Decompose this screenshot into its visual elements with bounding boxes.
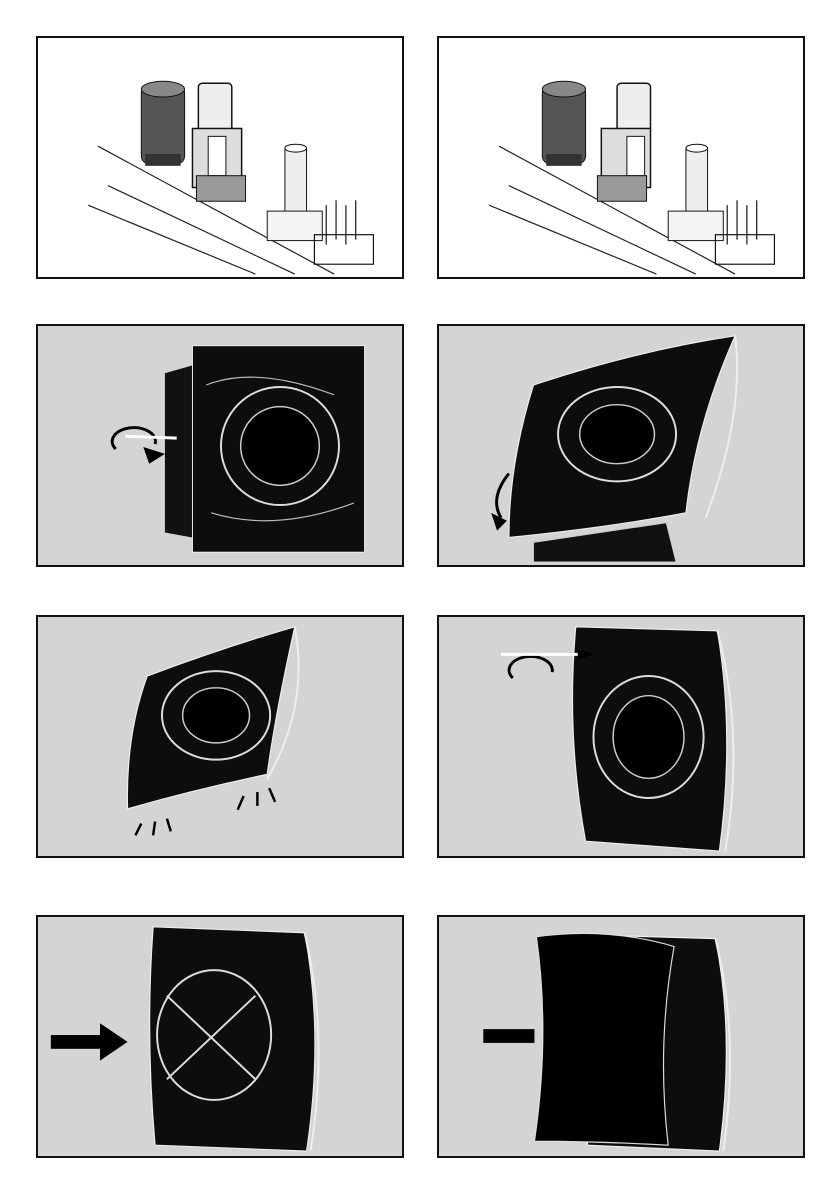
fan-cover-icon — [509, 336, 737, 562]
panel-2-pcb-jumper-b — [437, 36, 805, 279]
jumper-icon — [192, 83, 245, 201]
header-pins-icon — [715, 200, 774, 264]
panel-5-front-clips-release — [36, 615, 404, 858]
fan-front-screw-illustration — [439, 617, 803, 856]
panel-1-pcb-jumper-a — [36, 36, 404, 279]
panel-3-back-screw-removal — [36, 324, 404, 567]
header-pins-icon — [314, 200, 373, 264]
fan-front-tilt-illustration — [439, 326, 803, 565]
push-arrow-icon — [483, 1029, 534, 1043]
pcb-illustration-b — [439, 38, 803, 277]
fan-cover-icon — [572, 627, 733, 851]
fan-cover-icon — [150, 927, 319, 1151]
fan-cover-icon — [534, 933, 674, 1145]
pcb-illustration-a — [38, 38, 402, 277]
panel-8-cover-attach — [437, 915, 805, 1158]
rotate-arrow-icon — [491, 474, 509, 531]
push-arrow-icon — [51, 1023, 128, 1060]
fan-cover-attach-illustration — [439, 917, 803, 1156]
fan-cover-icon — [127, 627, 298, 809]
pin-post-icon — [668, 144, 723, 240]
panel-6-front-screw — [437, 615, 805, 858]
jumper-icon — [597, 83, 650, 201]
fan-grille-illustration — [38, 917, 402, 1156]
capacitor-icon — [542, 81, 585, 166]
panel-4-front-panel-tilt — [437, 324, 805, 567]
fan-back-illustration — [38, 326, 402, 565]
panel-7-grille-push-in — [36, 915, 404, 1158]
pin-post-icon — [267, 144, 322, 240]
fan-clips-illustration — [38, 617, 402, 856]
fan-housing-icon — [165, 346, 365, 553]
capacitor-icon — [141, 81, 184, 166]
